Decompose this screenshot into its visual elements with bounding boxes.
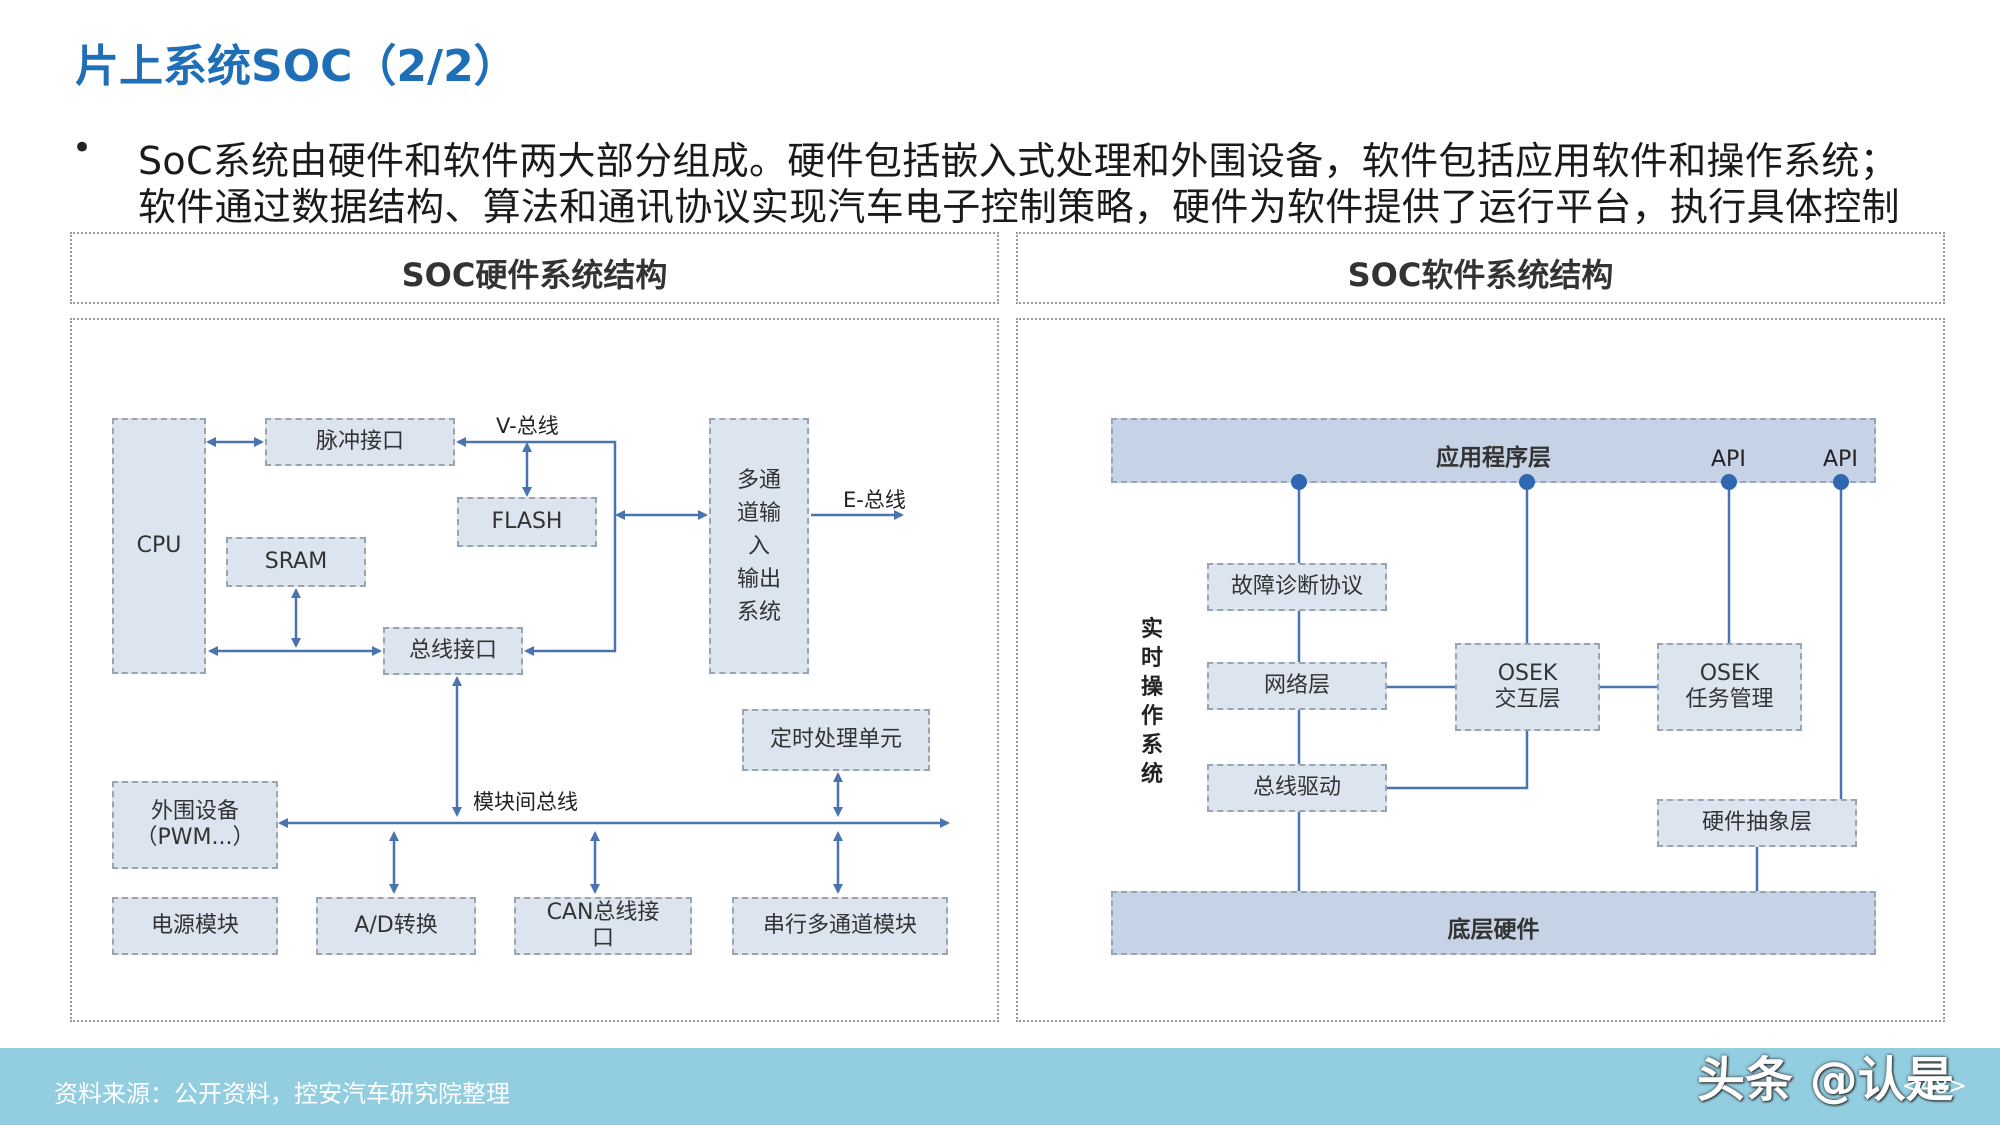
timer-unit-box: 定时处理单元 bbox=[742, 709, 930, 771]
bullet-line-2: 软件通过数据结构、算法和通讯协议实现汽车电子控制策略，硬件为软件提供了运行平台，… bbox=[138, 185, 1900, 229]
rtos-label: 实时操作系统 bbox=[1140, 617, 1163, 787]
bullet-line-1: SoC系统由硬件和软件两大部分组成。硬件包括嵌入式处理和外围设备，软件包括应用软… bbox=[138, 139, 1899, 183]
can-interface-box: CAN总线接 口 bbox=[514, 897, 692, 955]
page-title: 片上系统SOC（2/2） bbox=[75, 41, 518, 92]
hal-box: 硬件抽象层 bbox=[1657, 799, 1857, 847]
app-layer-label: 应用程序层 bbox=[1436, 445, 1551, 471]
page-number: <48> bbox=[1902, 1074, 1967, 1099]
software-title: SOC软件系统结构 bbox=[1347, 256, 1614, 294]
app-layer-bar: 应用程序层 bbox=[1111, 418, 1876, 483]
software-title-frame bbox=[1016, 232, 1945, 304]
peripheral-box: 外围设备 （PWM...） bbox=[112, 781, 278, 869]
api-label-2: API bbox=[1823, 447, 1858, 472]
source-note: 资料来源：公开资料，控安汽车研究院整理 bbox=[54, 1080, 510, 1108]
bullet-marker: • bbox=[72, 128, 93, 168]
multi-io-box: 多通 道输 入 输出 系统 bbox=[709, 418, 809, 674]
bottom-hardware-bar: 底层硬件 bbox=[1111, 891, 1876, 955]
sram-box: SRAM bbox=[226, 537, 366, 587]
osek-interaction-box: OSEK 交互层 bbox=[1455, 643, 1600, 731]
serial-module-box: 串行多通道模块 bbox=[732, 897, 948, 955]
fault-diagnosis-box: 故障诊断协议 bbox=[1207, 563, 1387, 611]
pulse-interface-box: 脉冲接口 bbox=[265, 418, 455, 466]
watermark: 头条 @认是 bbox=[1697, 1052, 1954, 1108]
v-bus-label: V-总线 bbox=[496, 414, 559, 438]
cpu-box: CPU bbox=[112, 418, 206, 674]
bottom-hardware-label: 底层硬件 bbox=[1447, 917, 1540, 943]
adc-box: A/D转换 bbox=[316, 897, 476, 955]
power-module-box: 电源模块 bbox=[112, 897, 278, 955]
osek-task-box: OSEK 任务管理 bbox=[1657, 643, 1802, 731]
e-bus-label: E-总线 bbox=[843, 488, 906, 512]
bus-driver-box: 总线驱动 bbox=[1207, 764, 1387, 812]
hardware-title: SOC硬件系统结构 bbox=[401, 256, 668, 294]
hardware-title-frame bbox=[70, 232, 999, 304]
api-label-1: API bbox=[1711, 447, 1746, 472]
network-layer-box: 网络层 bbox=[1207, 662, 1387, 710]
footer-bar bbox=[0, 1048, 2000, 1125]
module-bus-label: 模块间总线 bbox=[473, 790, 578, 814]
